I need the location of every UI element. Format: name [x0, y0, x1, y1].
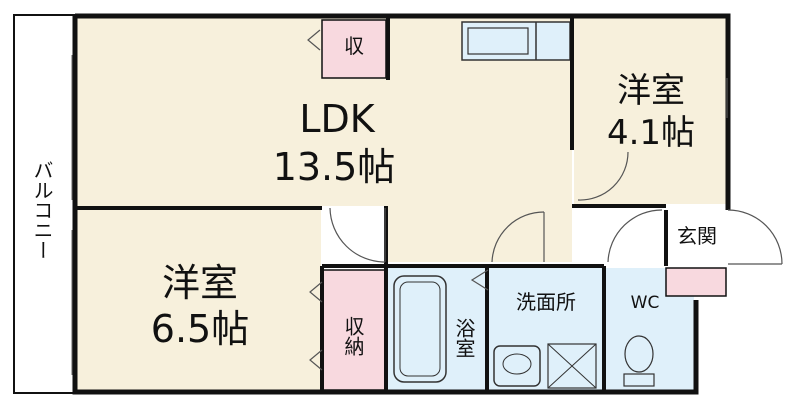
- western-room-north-size: 4.1帖: [606, 113, 696, 153]
- outer-walls: [72, 13, 731, 395]
- storage-ldk-floor: [321, 19, 387, 79]
- toilet-label: WC: [630, 293, 660, 313]
- ldk-floor: [77, 18, 572, 262]
- bathtub: [393, 275, 447, 383]
- ldk-name: LDK: [299, 97, 375, 141]
- washbasin-bowl: [502, 353, 532, 375]
- laundry-space: [547, 343, 597, 389]
- entrance-label: 玄関: [677, 224, 717, 248]
- bath-floor: [388, 268, 486, 390]
- door-swings: [307, 29, 783, 371]
- kitchen-sink: [467, 27, 529, 55]
- entrance-floor: [666, 210, 726, 266]
- western-room-north-floor: [574, 18, 726, 204]
- storage-ldk-label: 収: [344, 34, 364, 58]
- bathtub-inner: [399, 281, 441, 377]
- washroom-label: 洗面所: [516, 290, 576, 314]
- western-room-north-name: 洋室: [617, 71, 685, 111]
- washroom-floor: [488, 268, 604, 390]
- entrance-step: [665, 267, 727, 297]
- ldk-size: 13.5帖: [272, 145, 396, 189]
- western-room-south-size: 6.5帖: [150, 307, 250, 351]
- interior-walls: [75, 16, 668, 392]
- bath-label: 浴室: [452, 318, 476, 358]
- storage-south-label: 収納: [341, 316, 365, 356]
- toilet-tank: [623, 373, 655, 387]
- balcony: [13, 14, 75, 394]
- toilet-bowl: [624, 335, 654, 373]
- washbasin: [493, 345, 541, 387]
- western-room-south-name: 洋室: [161, 261, 238, 305]
- balcony-label: バルコニー: [30, 160, 54, 260]
- laundry-cross: [547, 343, 597, 389]
- western-room-south-floor: [77, 210, 321, 390]
- storage-south-floor: [322, 269, 386, 391]
